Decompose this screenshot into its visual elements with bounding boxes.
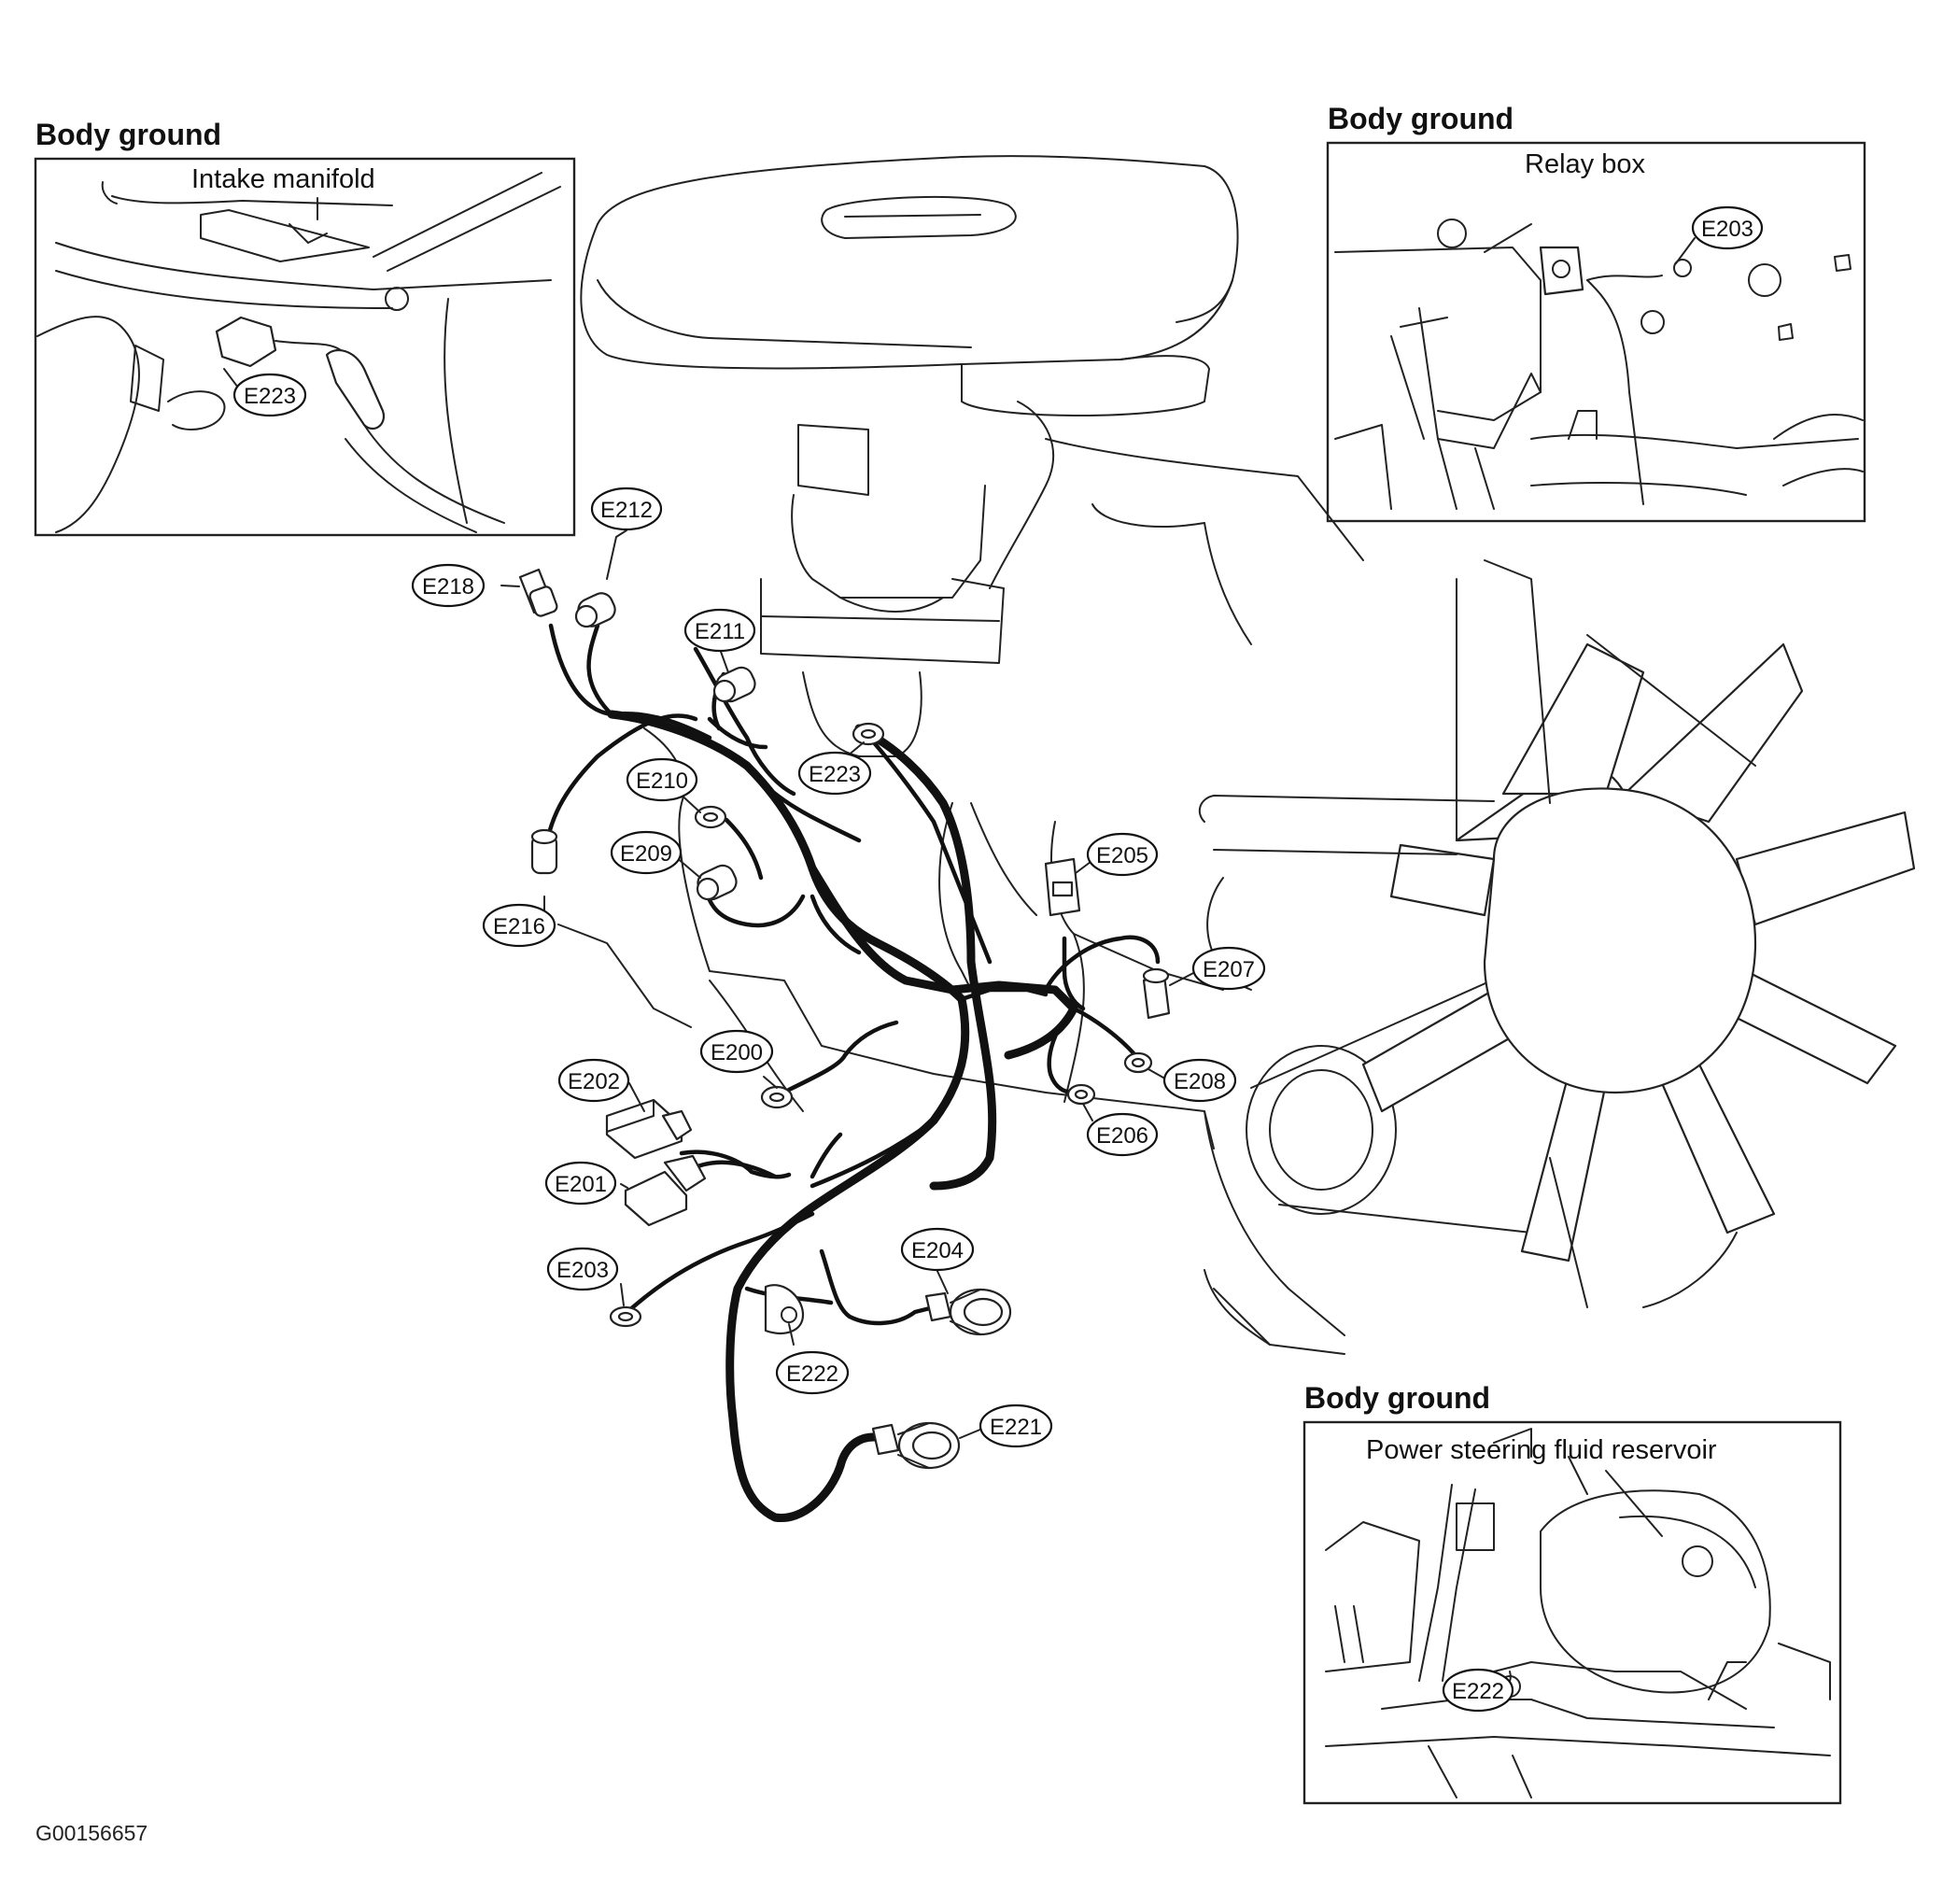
svg-text:E223: E223 [244, 384, 296, 409]
svg-text:E222: E222 [1452, 1679, 1504, 1704]
callout-e207: E207 [1191, 946, 1266, 991]
inset-frame-intake-manifold [34, 157, 576, 537]
intake-manifold-sketch [36, 172, 561, 533]
callout-e200: E200 [699, 1029, 774, 1074]
figure-id: G00156657 [35, 1821, 148, 1845]
callout-e210: E210 [626, 757, 698, 802]
svg-text:E207: E207 [1203, 957, 1255, 982]
inset-heading-body-ground-2: Body ground [1328, 102, 1514, 135]
callout-inset-e223: E223 [232, 373, 307, 417]
svg-text:E203: E203 [556, 1258, 609, 1283]
inset-heading-body-ground-3: Body ground [1304, 1381, 1491, 1415]
inset-title-relay-box: Relay box [1525, 149, 1645, 179]
inset-frame-relay-box [1326, 141, 1866, 523]
callout-e209: E209 [610, 830, 683, 875]
svg-text:E216: E216 [493, 914, 545, 939]
svg-text:E205: E205 [1096, 843, 1148, 868]
cooling-fan [1361, 559, 1916, 1308]
svg-text:E204: E204 [911, 1238, 964, 1263]
callout-e222: E222 [775, 1350, 850, 1395]
svg-text:E202: E202 [568, 1069, 620, 1094]
callout-e218: E218 [411, 563, 486, 608]
svg-text:E221: E221 [990, 1415, 1042, 1440]
svg-text:E212: E212 [600, 498, 653, 523]
callout-e221: E221 [979, 1403, 1053, 1448]
inset-frame-power-steering [1302, 1420, 1842, 1805]
callout-e201: E201 [544, 1161, 617, 1206]
callout-inset-e203: E203 [1691, 205, 1764, 250]
inset-title-power-steering-reservoir: Power steering fluid reservoir [1366, 1435, 1717, 1465]
wiring-harness [543, 623, 1161, 1523]
callout-inset-e222: E222 [1442, 1668, 1514, 1713]
svg-text:E209: E209 [620, 841, 672, 867]
svg-text:E222: E222 [786, 1361, 838, 1387]
svg-text:E206: E206 [1096, 1123, 1148, 1149]
callout-e203: E203 [546, 1247, 619, 1291]
inset-title-intake-manifold: Intake manifold [191, 164, 375, 194]
callout-e212: E212 [590, 487, 663, 531]
svg-text:E210: E210 [636, 769, 688, 794]
svg-text:E208: E208 [1174, 1069, 1226, 1094]
engine-outline [580, 155, 1916, 1355]
callout-e223: E223 [797, 751, 872, 796]
svg-text:E211: E211 [695, 619, 745, 644]
callout-e211: E211 [683, 608, 756, 653]
leader-ps-reservoir [1605, 1470, 1663, 1537]
svg-text:E201: E201 [555, 1172, 607, 1197]
svg-text:E223: E223 [809, 762, 861, 787]
power-steering-sketch [1325, 1428, 1831, 1798]
leader-relay-e203 [1675, 237, 1696, 264]
leader-relay-box [1484, 223, 1532, 253]
inset-heading-body-ground-1: Body ground [35, 118, 222, 151]
callout-e202: E202 [557, 1058, 630, 1103]
callout-e205: E205 [1086, 832, 1159, 877]
callout-e216: E216 [482, 903, 556, 948]
callout-e206: E206 [1086, 1112, 1159, 1157]
callout-e204: E204 [900, 1227, 975, 1272]
svg-text:E218: E218 [422, 574, 474, 599]
leader-lines [223, 368, 1512, 1696]
callout-e208: E208 [1162, 1058, 1237, 1103]
relay-box-sketch [1334, 219, 1864, 510]
svg-text:E200: E200 [711, 1040, 763, 1065]
svg-text:E203: E203 [1701, 217, 1753, 242]
connector-parts [518, 568, 1171, 1470]
